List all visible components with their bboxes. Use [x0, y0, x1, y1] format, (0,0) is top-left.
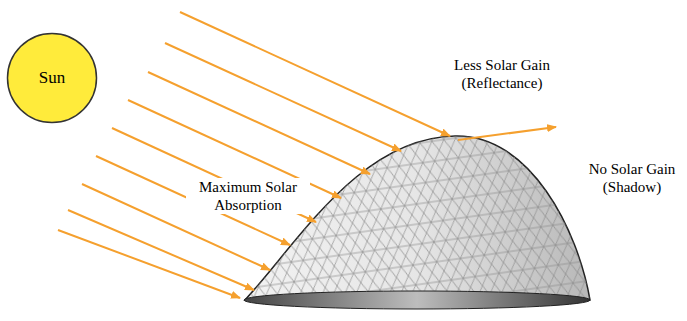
annotation-label: Less Solar Gain (Reflectance): [425, 56, 579, 92]
annotation-label: No Solar Gain (Shadow): [580, 160, 684, 196]
annotation-label: Maximum Solar Absorption: [186, 178, 310, 214]
sun-label: Sun: [39, 68, 65, 88]
sun-circle: Sun: [6, 32, 98, 124]
